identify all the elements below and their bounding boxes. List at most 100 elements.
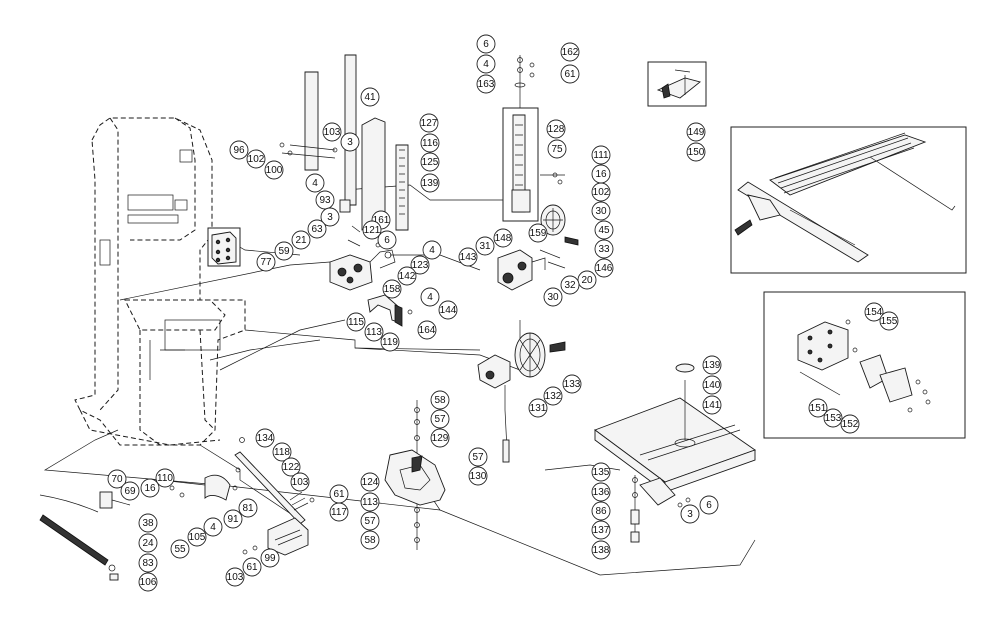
callout-circle	[686, 122, 706, 142]
lower-guide-bracket	[367, 294, 413, 327]
callout-61: 61	[242, 557, 262, 577]
callout-102: 102	[246, 149, 266, 169]
callout-70: 70	[107, 469, 127, 489]
callout-circle	[594, 220, 614, 240]
callout-label: 4	[483, 59, 489, 70]
callout-circle	[702, 375, 722, 395]
callout-118: 118	[272, 442, 292, 462]
callout-30: 30	[591, 201, 611, 221]
callout-24: 24	[138, 533, 158, 553]
callout-102: 102	[591, 182, 611, 202]
callout-149: 149	[686, 122, 706, 142]
callout-label: 75	[551, 144, 563, 155]
callout-circle	[591, 201, 611, 221]
callout-3: 3	[680, 504, 700, 524]
callout-label: 58	[364, 535, 376, 546]
callout-label: 111	[593, 150, 609, 161]
callout-label: 3	[687, 509, 693, 520]
callout-label: 96	[233, 145, 245, 156]
callout-label: 162	[562, 47, 579, 58]
callout-label: 20	[581, 275, 593, 286]
callout-label: 33	[598, 244, 610, 255]
callout-circle	[264, 160, 284, 180]
callout-label: 137	[593, 525, 610, 536]
callout-label: 122	[283, 462, 300, 473]
callout-circle	[320, 207, 340, 227]
callout-circle	[560, 42, 580, 62]
callout-154: 154	[864, 302, 884, 322]
callout-4: 4	[422, 240, 442, 260]
callout-label: 61	[564, 69, 576, 80]
callout-circle	[879, 311, 899, 331]
callout-circle	[475, 236, 495, 256]
callout-label: 159	[530, 228, 547, 239]
callout-164: 164	[417, 320, 437, 340]
callout-circle	[377, 230, 397, 250]
callout-58: 58	[430, 390, 450, 410]
callout-148: 148	[493, 228, 513, 248]
foot-brake	[234, 451, 315, 556]
callout-label: 161	[373, 215, 390, 226]
callout-circle	[305, 173, 325, 193]
callout-4: 4	[420, 287, 440, 307]
callout-label: 115	[348, 317, 364, 328]
callout-32: 32	[560, 275, 580, 295]
callout-150: 150	[686, 142, 706, 162]
callout-label: 138	[593, 545, 610, 556]
callout-label: 100	[266, 165, 283, 176]
callout-label: 103	[292, 477, 309, 488]
callout-circle	[422, 240, 442, 260]
callout-label: 24	[142, 538, 154, 549]
callout-55: 55	[170, 539, 190, 559]
callout-circle	[686, 142, 706, 162]
callout-115: 115	[346, 312, 366, 332]
callout-circle	[281, 457, 301, 477]
guard-detail	[763, 291, 966, 439]
saw-frame	[74, 117, 246, 446]
callout-4: 4	[305, 173, 325, 193]
callout-label: 133	[564, 379, 581, 390]
callout-label: 21	[295, 235, 307, 246]
callout-151: 151	[808, 398, 828, 418]
callout-label: 30	[595, 206, 607, 217]
work-table	[594, 363, 756, 543]
callout-circle	[560, 64, 580, 84]
callout-circle	[140, 478, 160, 498]
callout-circle	[547, 139, 567, 159]
motor-mount-plate	[207, 227, 241, 267]
callout-circle	[362, 220, 382, 240]
callout-label: 58	[434, 395, 446, 406]
guide-post-assembly	[279, 54, 409, 231]
callout-111: 111	[591, 145, 611, 165]
rack-assembly	[502, 55, 565, 222]
callout-circle	[680, 504, 700, 524]
callout-circle	[458, 247, 478, 267]
callout-circle	[591, 462, 611, 482]
callout-label: 117	[331, 507, 347, 518]
callout-label: 143	[460, 252, 477, 263]
callout-label: 6	[384, 235, 390, 246]
callout-label: 38	[142, 518, 154, 529]
callout-label: 4	[312, 178, 318, 189]
callout-label: 110	[157, 473, 173, 484]
callout-circle	[340, 132, 360, 152]
callout-75: 75	[547, 139, 567, 159]
callout-label: 6	[483, 39, 489, 50]
callout-139: 139	[420, 173, 440, 193]
callout-circle	[430, 409, 450, 429]
callout-63: 63	[307, 219, 327, 239]
callout-label: 3	[347, 137, 353, 148]
callout-133: 133	[562, 374, 582, 394]
callout-label: 63	[311, 224, 323, 235]
callout-6: 6	[476, 34, 496, 54]
callout-circle	[138, 572, 158, 592]
callout-3: 3	[320, 207, 340, 227]
callout-circle	[438, 300, 458, 320]
callout-circle	[430, 390, 450, 410]
callout-circle	[170, 539, 190, 559]
callout-label: 4	[427, 292, 433, 303]
callout-label: 124	[362, 477, 379, 488]
callout-circle	[260, 548, 280, 568]
callout-122: 122	[281, 457, 301, 477]
